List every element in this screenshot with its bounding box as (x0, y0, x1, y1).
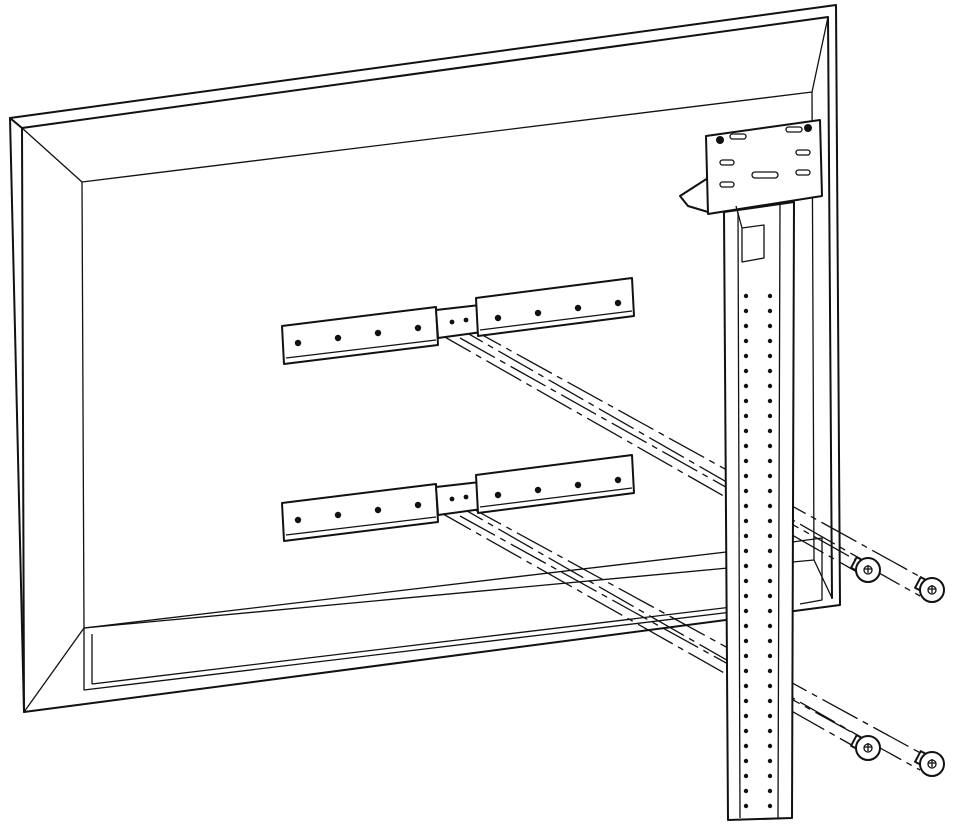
column-hole (767, 413, 773, 419)
column-hole (743, 488, 749, 494)
column-hole (767, 578, 773, 584)
column-hole (767, 353, 773, 359)
column-hole (743, 458, 749, 464)
upper-mounting-bracket (281, 277, 635, 365)
column-hole (767, 488, 773, 494)
tv-panel-back (9, 4, 841, 713)
column-hole (743, 563, 749, 569)
column-hole (767, 638, 773, 644)
column-hole (767, 653, 773, 659)
column-hole (767, 443, 773, 449)
column-hole (743, 788, 749, 794)
column-hole (743, 548, 749, 554)
column-hole (767, 293, 773, 299)
column-hole (767, 743, 773, 749)
column-hole (743, 698, 749, 704)
screw-upper-right (914, 576, 945, 603)
alignment-lines (435, 321, 927, 771)
column-hole (743, 533, 749, 539)
lower-mounting-bracket (281, 454, 635, 542)
column-hole (743, 383, 749, 389)
column-hole (767, 773, 773, 779)
column-hole (743, 353, 749, 359)
top-mounting-plate (679, 119, 823, 215)
column-hole (767, 788, 773, 794)
column-hole (767, 713, 773, 719)
column-hole (743, 398, 749, 404)
column-hole (767, 593, 773, 599)
column-hole (767, 803, 773, 809)
column-hole (743, 413, 749, 419)
stand-column (723, 201, 795, 821)
column-hole (743, 338, 749, 344)
screw-lower-left (850, 734, 881, 761)
column-hole (743, 743, 749, 749)
column-hole (743, 293, 749, 299)
column-hole (743, 503, 749, 509)
column-hole (767, 503, 773, 509)
column-hole (743, 368, 749, 374)
column-hole (767, 533, 773, 539)
column-hole (743, 518, 749, 524)
column-hole-rows (743, 293, 773, 809)
column-hole (767, 458, 773, 464)
column-hole (767, 563, 773, 569)
column-hole (767, 473, 773, 479)
column-hole (767, 728, 773, 734)
column-hole (743, 608, 749, 614)
column-hole (743, 638, 749, 644)
column-hole (767, 548, 773, 554)
column-hole (767, 608, 773, 614)
column-hole (767, 623, 773, 629)
column-hole (743, 623, 749, 629)
column-hole (767, 683, 773, 689)
column-hole (767, 518, 773, 524)
column-hole (767, 428, 773, 434)
column-hole (767, 758, 773, 764)
screw-upper-left (850, 556, 881, 583)
column-hole (743, 773, 749, 779)
column-hole (743, 683, 749, 689)
column-hole (767, 398, 773, 404)
column-hole (767, 383, 773, 389)
screw-lower-right (914, 750, 945, 777)
column-hole (743, 713, 749, 719)
column-hole (767, 338, 773, 344)
column-hole (743, 308, 749, 314)
column-hole (767, 323, 773, 329)
column-hole (743, 728, 749, 734)
column-hole (767, 308, 773, 314)
column-hole (767, 368, 773, 374)
column-hole (743, 578, 749, 584)
column-hole (743, 323, 749, 329)
column-hole (743, 653, 749, 659)
column-hole (743, 758, 749, 764)
column-hole (743, 443, 749, 449)
column-hole (743, 668, 749, 674)
column-hole (743, 803, 749, 809)
column-hole (767, 698, 773, 704)
column-hole (767, 668, 773, 674)
column-hole (743, 473, 749, 479)
column-hole (743, 428, 749, 434)
column-hole (743, 593, 749, 599)
